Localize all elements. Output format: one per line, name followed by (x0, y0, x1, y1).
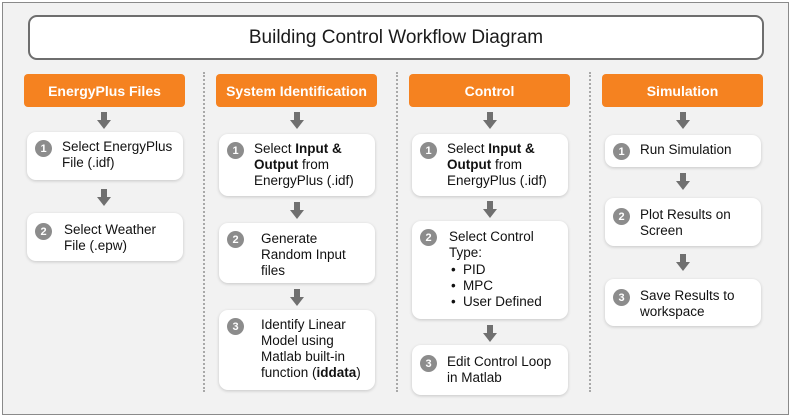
step-text-emphasis: Input & Output (254, 141, 342, 172)
down-arrow-icon (676, 254, 690, 271)
down-arrow-icon (483, 112, 497, 129)
step-card-save-results: 3 Save Results to workspace (605, 279, 761, 326)
step-number-badge: 1 (227, 142, 244, 159)
column-divider (396, 72, 398, 392)
down-arrow-icon (290, 112, 304, 129)
down-arrow-icon (676, 112, 690, 129)
step-card-generate-random-input: 2 Generate Random Input files (219, 223, 375, 283)
down-arrow-icon (290, 289, 304, 306)
step-text: Edit Control Loop in Matlab (447, 354, 552, 385)
step-number-badge: 2 (420, 229, 437, 246)
column-divider (203, 72, 205, 392)
control-type-option: PID (449, 262, 565, 278)
step-card-select-weather-file: 2 Select Weather File (.epw) (27, 213, 183, 261)
step-text-emphasis: iddata (316, 365, 357, 380)
step-number-badge: 1 (613, 143, 630, 160)
step-text: Run Simulation (640, 142, 732, 157)
step-number-badge: 1 (420, 142, 437, 159)
step-card-select-input-output: 1 Select Input & Output from EnergyPlus … (412, 134, 568, 196)
step-text: Plot Results on Screen (640, 207, 731, 238)
step-number-badge: 2 (35, 223, 52, 240)
diagram-title: Building Control Workflow Diagram (28, 15, 764, 60)
step-text: Select Input & Output from EnergyPlus (.… (254, 141, 354, 188)
step-number-badge: 3 (227, 318, 244, 335)
step-text: Select Weather File (.epw) (64, 222, 157, 253)
step-card-select-energyplus-file: 1 Select EnergyPlus File (.idf) (27, 132, 183, 180)
control-type-option: User Defined (449, 294, 565, 310)
down-arrow-icon (483, 201, 497, 218)
step-text: Save Results to workspace (640, 288, 735, 319)
down-arrow-icon (97, 189, 111, 206)
step-text: Select Control Type: PID MPC User Define… (449, 229, 565, 310)
column-header-simulation: Simulation (602, 74, 763, 107)
step-number-badge: 3 (420, 355, 437, 372)
step-card-edit-control-loop: 3 Edit Control Loop in Matlab (412, 345, 568, 395)
step-text: Identify Linear Model using Matlab built… (261, 317, 361, 380)
step-card-run-simulation: 1 Run Simulation (605, 135, 761, 167)
step-number-badge: 3 (613, 289, 630, 306)
column-header-system-identification: System Identification (216, 74, 377, 107)
step-number-badge: 2 (613, 208, 630, 225)
column-header-control: Control (409, 74, 570, 107)
step-text: Generate Random Input files (261, 231, 346, 278)
down-arrow-icon (483, 325, 497, 342)
control-type-option: MPC (449, 278, 565, 294)
column-divider (589, 72, 591, 392)
step-card-select-control-type: 2 Select Control Type: PID MPC User Defi… (412, 221, 568, 319)
step-number-badge: 1 (35, 140, 52, 157)
control-type-list: PID MPC User Defined (449, 262, 565, 310)
down-arrow-icon (290, 202, 304, 219)
step-card-identify-linear-model: 3 Identify Linear Model using Matlab bui… (219, 310, 375, 390)
step-card-plot-results: 2 Plot Results on Screen (605, 198, 761, 246)
down-arrow-icon (676, 173, 690, 190)
step-text: Select Input & Output from EnergyPlus (.… (447, 141, 547, 188)
step-number-badge: 2 (227, 231, 244, 248)
column-header-energyplus-files: EnergyPlus Files (24, 74, 185, 107)
step-text: Select EnergyPlus File (.idf) (62, 139, 173, 170)
step-text-emphasis: Input & Output (447, 141, 535, 172)
step-card-select-input-output: 1 Select Input & Output from EnergyPlus … (219, 134, 375, 196)
down-arrow-icon (97, 112, 111, 129)
